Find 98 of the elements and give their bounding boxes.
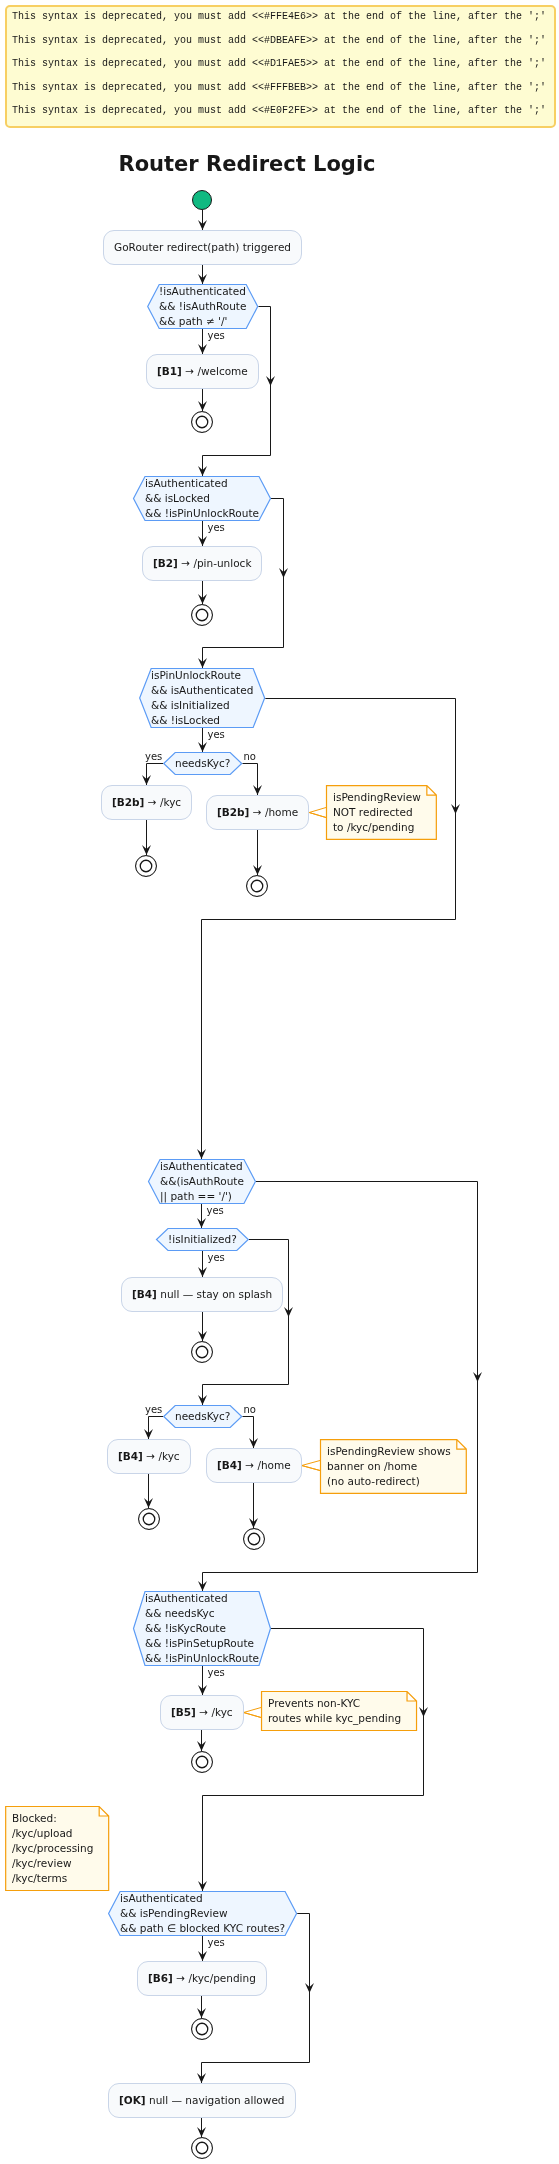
- start-circle: [192, 190, 212, 210]
- arrow: [198, 1311, 207, 1342]
- decision-hexagon: [133, 1591, 271, 1666]
- action-text: [B1] → /welcome: [157, 364, 248, 379]
- end-circle: [138, 1508, 160, 1530]
- edge-label: yes: [206, 522, 226, 534]
- arrow: [198, 580, 207, 605]
- warning-text: This syntax is deprecated, you must add <<#DBEAFE>> at the end of the line, after the ';': [12, 34, 547, 47]
- callout-pointer: [301, 1460, 321, 1471]
- edge-label: yes: [206, 1937, 226, 1949]
- arrow: [197, 1203, 206, 1229]
- action-box: [206, 795, 310, 830]
- callout-pointer: [243, 1707, 262, 1718]
- decision-hexagon: [163, 1405, 243, 1428]
- warning-text: This syntax is deprecated, you must add <<#D1FAE5>> at the end of the line, after the ';': [12, 58, 547, 70]
- arrow: [253, 829, 262, 876]
- action-box: [108, 2083, 296, 2118]
- end-circle: [135, 855, 157, 877]
- note-card: [5, 1806, 110, 1891]
- arrow: [198, 388, 207, 412]
- action-box: [101, 785, 193, 820]
- decision-hexagon: [156, 1228, 249, 1251]
- action-box: [107, 1439, 191, 1474]
- arrow: [144, 1416, 164, 1440]
- arrow: [241, 1416, 258, 1449]
- condition-text: isAuthenticated && needsKyc && !isKycRoute && !isPinSetupRoute && !isPinUnlockRoute: [145, 1591, 259, 1666]
- callout-pointer: [308, 807, 327, 818]
- note-card: [320, 1439, 467, 1494]
- arrow: [249, 1482, 258, 1529]
- end-circle: [191, 1751, 213, 1773]
- action-text: [B4] → /kyc: [118, 1449, 180, 1464]
- edge-label: yes: [206, 1252, 226, 1264]
- action-text: GoRouter redirect(path) triggered: [114, 240, 291, 255]
- decision-hexagon: [148, 1159, 256, 1204]
- action-box: [146, 354, 259, 389]
- decision-hexagon: [133, 476, 271, 521]
- note-text: Prevents non-KYC routes while kyc_pending: [268, 1696, 402, 1726]
- arrow: [198, 520, 207, 547]
- condition-text: isAuthenticated && isPendingReview && path ∈ blocked KYC routes?: [120, 1891, 286, 1936]
- edge-label: yes: [206, 729, 226, 741]
- arrow: [198, 1935, 207, 1962]
- arrow: [198, 1250, 207, 1278]
- end-circle: [191, 2137, 213, 2159]
- action-text: [B6] → /kyc/pending: [148, 1971, 256, 1986]
- decision-hexagon: [163, 752, 243, 775]
- action-box: [121, 1277, 284, 1312]
- action-box: [137, 1961, 267, 1996]
- action-text: [B2b] → /home: [217, 805, 299, 820]
- arrow: [241, 763, 262, 796]
- edge-label: yes: [206, 330, 226, 342]
- end-circle: [191, 604, 213, 626]
- arrow: [142, 819, 151, 856]
- note-text: isPendingReview shows banner on /home (no auto-redirect): [327, 1444, 451, 1489]
- note-text: isPendingReview NOT redirected to /kyc/pending: [333, 790, 421, 835]
- edge-label: yes: [206, 1667, 226, 1679]
- arrow: [197, 1995, 206, 2019]
- condition-text: needsKyc?: [175, 756, 231, 771]
- end-circle: [243, 1528, 265, 1550]
- action-box: [206, 1448, 302, 1483]
- warning-text: This syntax is deprecated, you must add <<#FFE4E6>> at the end of the line, after the ';': [12, 11, 547, 23]
- arrow: [142, 763, 164, 786]
- action-text: [OK] null — navigation allowed: [119, 2093, 285, 2108]
- arrow: [197, 2117, 206, 2138]
- action-text: [B2] → /pin-unlock: [153, 556, 252, 571]
- condition-text: isPinUnlockRoute && isAuthenticated && isInitialized && !isLocked: [151, 668, 254, 728]
- action-box: [160, 1695, 244, 1730]
- note-card: [261, 1691, 418, 1731]
- arrow: [198, 209, 207, 231]
- warning-panel: [5, 5, 556, 128]
- arrow: [198, 1665, 207, 1696]
- end-circle: [191, 411, 213, 433]
- action-box: [142, 546, 263, 581]
- warning-text: This syntax is deprecated, you must add <<#FFFBEB>> at the end of the line, after the ';': [12, 81, 547, 94]
- edge-label: yes: [205, 1205, 225, 1217]
- end-circle: [191, 1341, 213, 1363]
- arrow: [198, 264, 207, 285]
- condition-text: !isAuthenticated && !isAuthRoute && path ≠ '/': [159, 284, 247, 329]
- end-circle: [246, 875, 268, 897]
- condition-text: !isInitialized?: [168, 1232, 237, 1247]
- decision-hexagon: [139, 668, 266, 728]
- action-text: [B4] null — stay on splash: [132, 1287, 273, 1302]
- arrow: [197, 1729, 206, 1752]
- end-circle: [191, 2018, 213, 2040]
- diagram-title: Router Redirect Logic: [118, 151, 376, 178]
- arrow: [198, 328, 207, 355]
- condition-text: isAuthenticated &&(isAuthRoute || path == '/'): [160, 1159, 244, 1204]
- note-text: Blocked: /kyc/upload /kyc/processing /kyc/review /kyc/terms: [12, 1811, 94, 1886]
- arrow: [198, 727, 207, 753]
- condition-text: isAuthenticated && isLocked && !isPinUnlockRoute: [145, 476, 259, 521]
- note-card: [326, 785, 437, 840]
- warning-text: This syntax is deprecated, you must add <<#E0F2FE>> at the end of the line, after the ';': [12, 105, 547, 117]
- action-box: [103, 230, 302, 265]
- action-text: [B4] → /home: [217, 1458, 291, 1473]
- action-text: [B5] → /kyc: [171, 1705, 233, 1720]
- arrow: [144, 1473, 153, 1509]
- action-text: [B2b] → /kyc: [112, 795, 182, 810]
- condition-text: needsKyc?: [175, 1409, 231, 1424]
- decision-hexagon: [147, 284, 259, 329]
